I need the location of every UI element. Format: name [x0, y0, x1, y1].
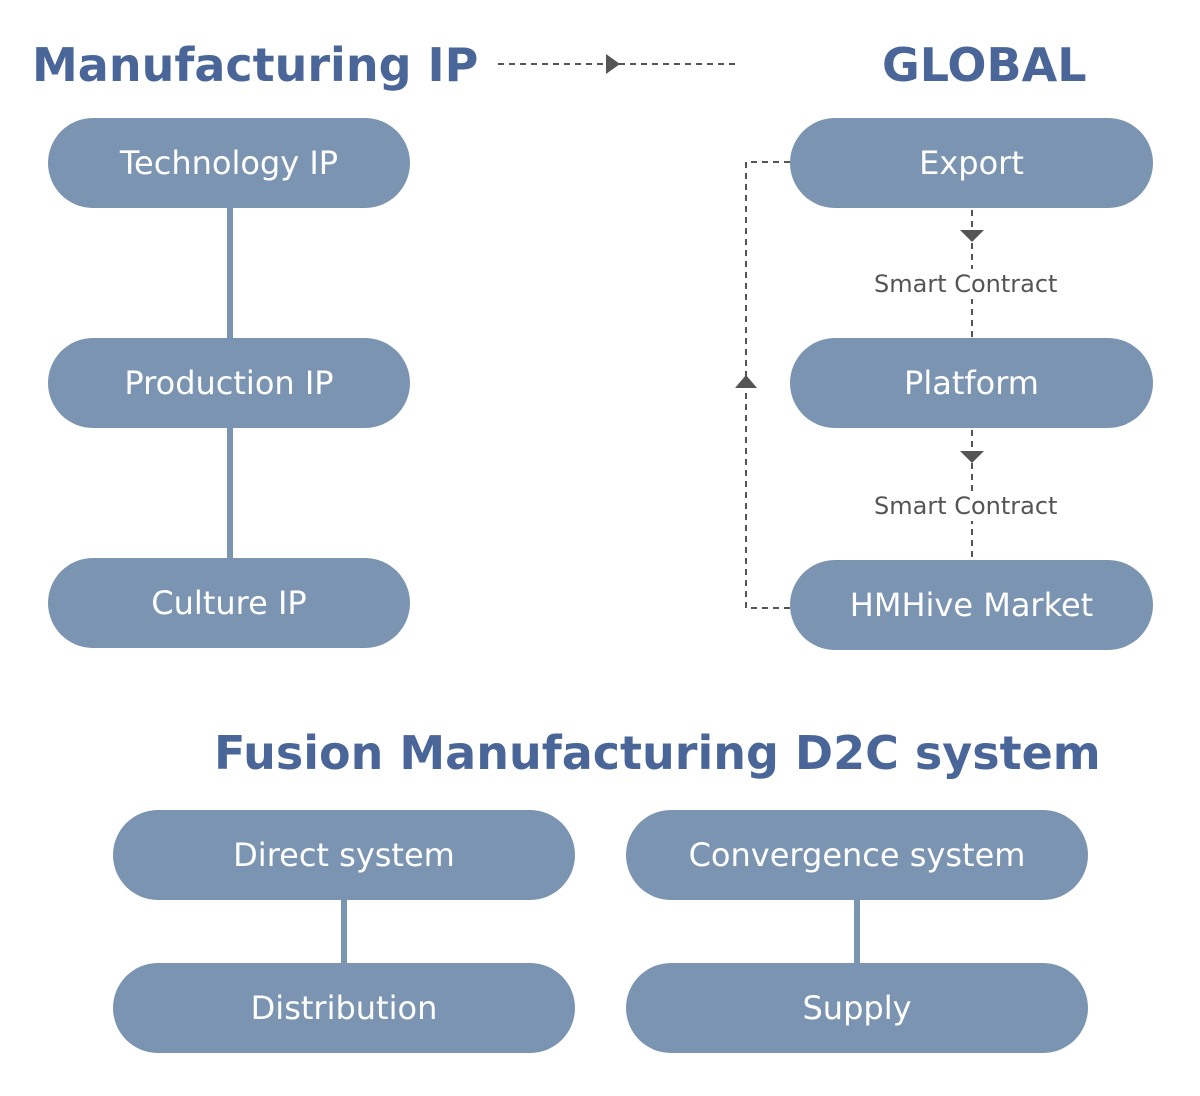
smart-contract-label-1: Smart Contract — [872, 269, 1060, 299]
feedback-loop-arrowhead — [735, 375, 757, 388]
platform-node: Platform — [790, 338, 1153, 428]
supply-node: Supply — [626, 963, 1088, 1053]
convergence-system-node: Convergence system — [626, 810, 1088, 900]
technology-ip-node: Technology IP — [48, 118, 410, 208]
direct-system-node: Direct system — [113, 810, 575, 900]
export-platform-arrowhead — [960, 230, 984, 242]
manufacturing-ip-title: Manufacturing IP — [32, 38, 479, 92]
distribution-node: Distribution — [113, 963, 575, 1053]
export-node: Export — [790, 118, 1153, 208]
production-ip-node: Production IP — [48, 338, 410, 428]
smart-contract-label-2: Smart Contract — [872, 491, 1060, 521]
platform-market-arrowhead — [960, 451, 984, 463]
fusion-title: Fusion Manufacturing D2C system — [214, 726, 1101, 780]
title-link-arrowhead — [606, 54, 620, 74]
culture-ip-node: Culture IP — [48, 558, 410, 648]
global-title: GLOBAL — [882, 38, 1087, 92]
hmhive-market-node: HMHive Market — [790, 560, 1153, 650]
